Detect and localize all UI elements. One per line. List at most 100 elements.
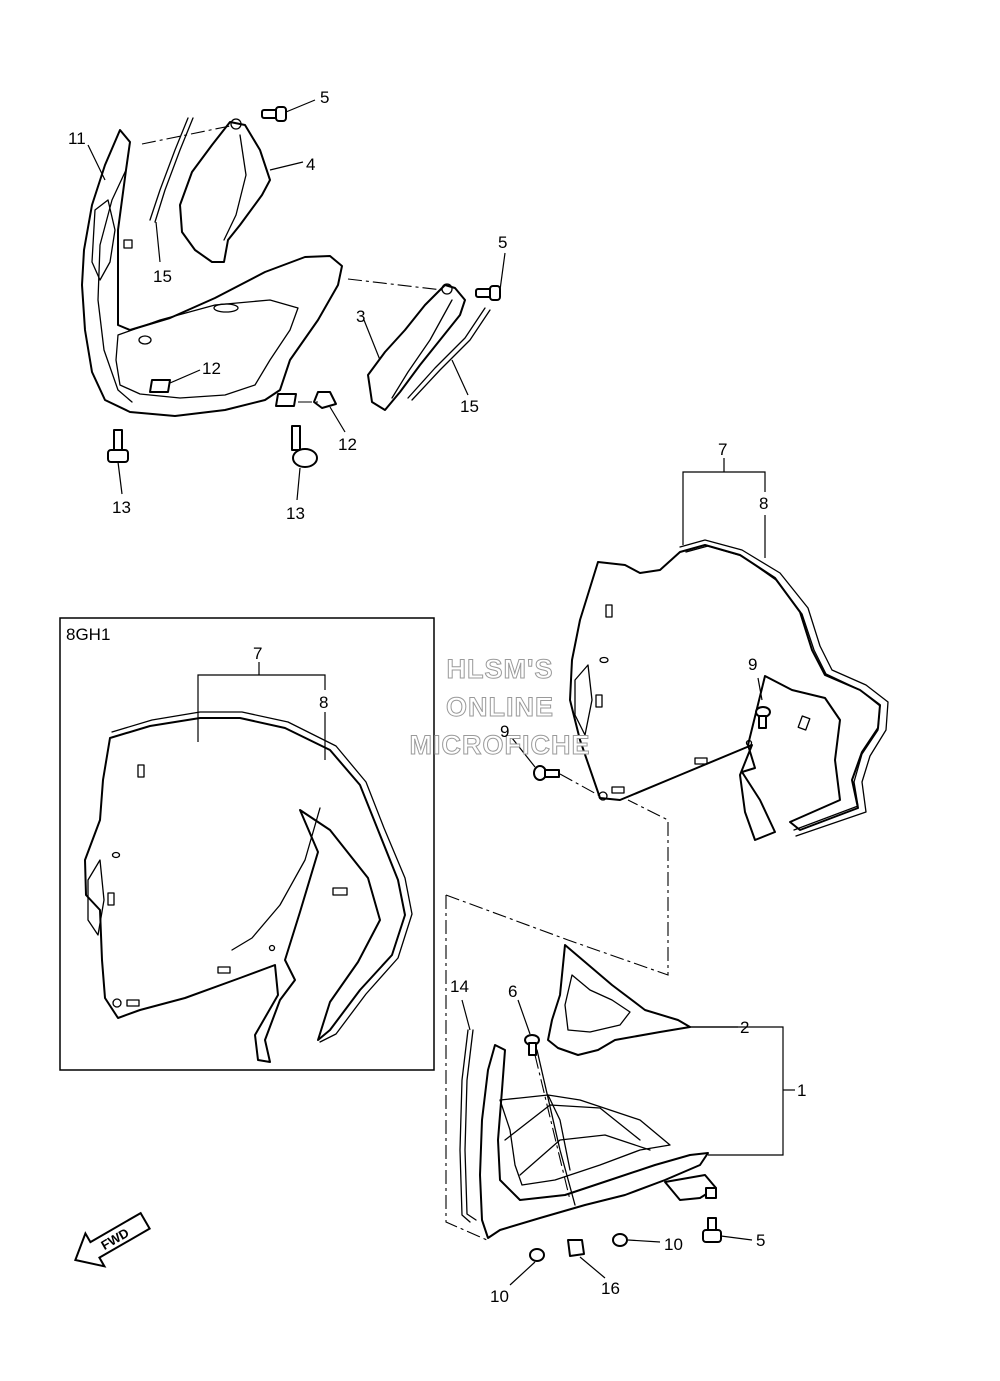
part-10b-collar bbox=[612, 1233, 628, 1247]
leader-16 bbox=[579, 1256, 606, 1279]
part-11-slot bbox=[213, 303, 239, 313]
align-line-6 bbox=[534, 1054, 571, 1201]
windscreen-7-main bbox=[569, 544, 881, 841]
inset-frame bbox=[59, 617, 435, 1071]
part-5c-screw bbox=[702, 1217, 722, 1243]
inset-box-8gh1: 8GH1 bbox=[59, 617, 435, 1071]
leader-12a bbox=[169, 369, 201, 384]
watermark: HLSM'S ONLINE MICROFICHE bbox=[409, 654, 591, 761]
bracket-7-inset bbox=[197, 674, 326, 742]
callout-4: 4 bbox=[306, 155, 315, 174]
part-10a-collar bbox=[529, 1248, 545, 1262]
part-11-vent bbox=[91, 199, 116, 281]
fwd-arrow-icon bbox=[74, 1211, 152, 1268]
windscreen-slot-5 bbox=[611, 786, 625, 794]
part-3-side-panel bbox=[367, 284, 466, 411]
align-line-3 bbox=[347, 278, 443, 291]
stay-cross-1 bbox=[504, 1104, 641, 1141]
windscreen-8-inset-trim bbox=[111, 711, 413, 1043]
callout-10-left: 10 bbox=[490, 1287, 509, 1306]
stay-cross-2 bbox=[519, 1134, 651, 1176]
leader-9a bbox=[757, 677, 763, 701]
part-15a-strip-edge bbox=[149, 117, 189, 221]
watermark-line2: ONLINE bbox=[446, 692, 554, 722]
callout-6: 6 bbox=[508, 982, 517, 1001]
align-line-9b bbox=[559, 773, 601, 797]
callout-7-right: 7 bbox=[718, 440, 727, 459]
inset-slot-1 bbox=[137, 764, 145, 778]
bracket-1 bbox=[690, 1026, 784, 1156]
part-4-mount bbox=[230, 118, 242, 130]
leader-10b bbox=[627, 1239, 661, 1243]
part-1-stay bbox=[479, 1044, 709, 1239]
callout-15-right: 15 bbox=[460, 397, 479, 416]
inset-slot-5 bbox=[126, 999, 140, 1007]
part-11-hole bbox=[138, 335, 152, 345]
windscreen-slot-3 bbox=[797, 715, 811, 731]
watermark-line1: HLSM'S bbox=[447, 654, 554, 684]
part-9a-screw bbox=[755, 706, 771, 729]
callout-12-left: 12 bbox=[202, 359, 221, 378]
stay-assembly bbox=[445, 799, 795, 1286]
part-15b-strip bbox=[411, 309, 491, 401]
leader-5a bbox=[285, 99, 316, 113]
part-13a-bolt bbox=[107, 429, 129, 463]
part-5a-screw bbox=[261, 106, 287, 122]
part-11-tab bbox=[123, 239, 133, 249]
callout-9-left: 9 bbox=[500, 722, 509, 741]
leader-9b bbox=[511, 737, 536, 768]
watermark-line3: MICROFICHE bbox=[410, 730, 591, 760]
callout-11: 11 bbox=[68, 129, 86, 148]
inset-slot-2 bbox=[107, 892, 115, 906]
leader-3 bbox=[363, 319, 381, 361]
inset-hole-3 bbox=[111, 851, 121, 859]
part-9b-screw bbox=[533, 765, 560, 781]
callout-1: 1 bbox=[797, 1081, 806, 1100]
stay-inner-frame bbox=[499, 1094, 671, 1186]
windscreen-8-trim bbox=[679, 539, 889, 837]
windscreen-inset-sweep bbox=[231, 807, 321, 951]
bracket-7-right bbox=[682, 471, 766, 545]
part-15b-strip-edge bbox=[407, 307, 486, 399]
callout-2: 2 bbox=[740, 1018, 749, 1037]
leader-6 bbox=[517, 999, 531, 1035]
callout-8-right: 8 bbox=[759, 494, 768, 513]
inset-slot-4 bbox=[217, 966, 231, 974]
part-14-strip-edge bbox=[464, 1029, 477, 1221]
windscreen-main bbox=[511, 458, 889, 841]
stay-rod bbox=[536, 1049, 576, 1206]
part-12b-nut bbox=[313, 391, 337, 409]
align-frame-top bbox=[445, 799, 669, 976]
part-11-inner-edge bbox=[97, 169, 133, 403]
part-2-inner bbox=[564, 974, 631, 1033]
leader-13a bbox=[117, 461, 123, 495]
callout-3: 3 bbox=[356, 307, 365, 326]
inset-label: 8GH1 bbox=[66, 625, 110, 644]
lower-cowling-assembly bbox=[81, 99, 506, 501]
leader-13b bbox=[296, 467, 301, 501]
part-12c-nut bbox=[275, 393, 297, 407]
stay-grommet bbox=[705, 1187, 717, 1199]
windscreen-hole-2 bbox=[745, 739, 753, 747]
part-12a-nut bbox=[149, 379, 171, 393]
callout-10-right: 10 bbox=[664, 1235, 683, 1254]
windscreen-8-trim-inner bbox=[685, 545, 881, 831]
part-13b-bolt bbox=[291, 425, 318, 468]
part-11-cowling bbox=[81, 129, 343, 417]
leader-5c bbox=[720, 1235, 753, 1241]
windscreen-7-inset bbox=[84, 717, 406, 1063]
part-6-screw bbox=[524, 1034, 540, 1056]
windscreen-inset-vent bbox=[87, 859, 105, 936]
part-3-inner bbox=[391, 299, 453, 399]
align-frame-left bbox=[445, 895, 488, 1241]
leader-12b bbox=[329, 406, 346, 433]
fwd-arrow: FWD bbox=[74, 1211, 152, 1268]
callout-5-bottom: 5 bbox=[756, 1231, 765, 1250]
windscreen-hole-3 bbox=[599, 656, 609, 664]
callout-5-top: 5 bbox=[320, 88, 329, 107]
inset-slot-3 bbox=[332, 887, 348, 896]
stay-cross-3 bbox=[547, 1094, 571, 1171]
leader-4 bbox=[269, 161, 304, 171]
